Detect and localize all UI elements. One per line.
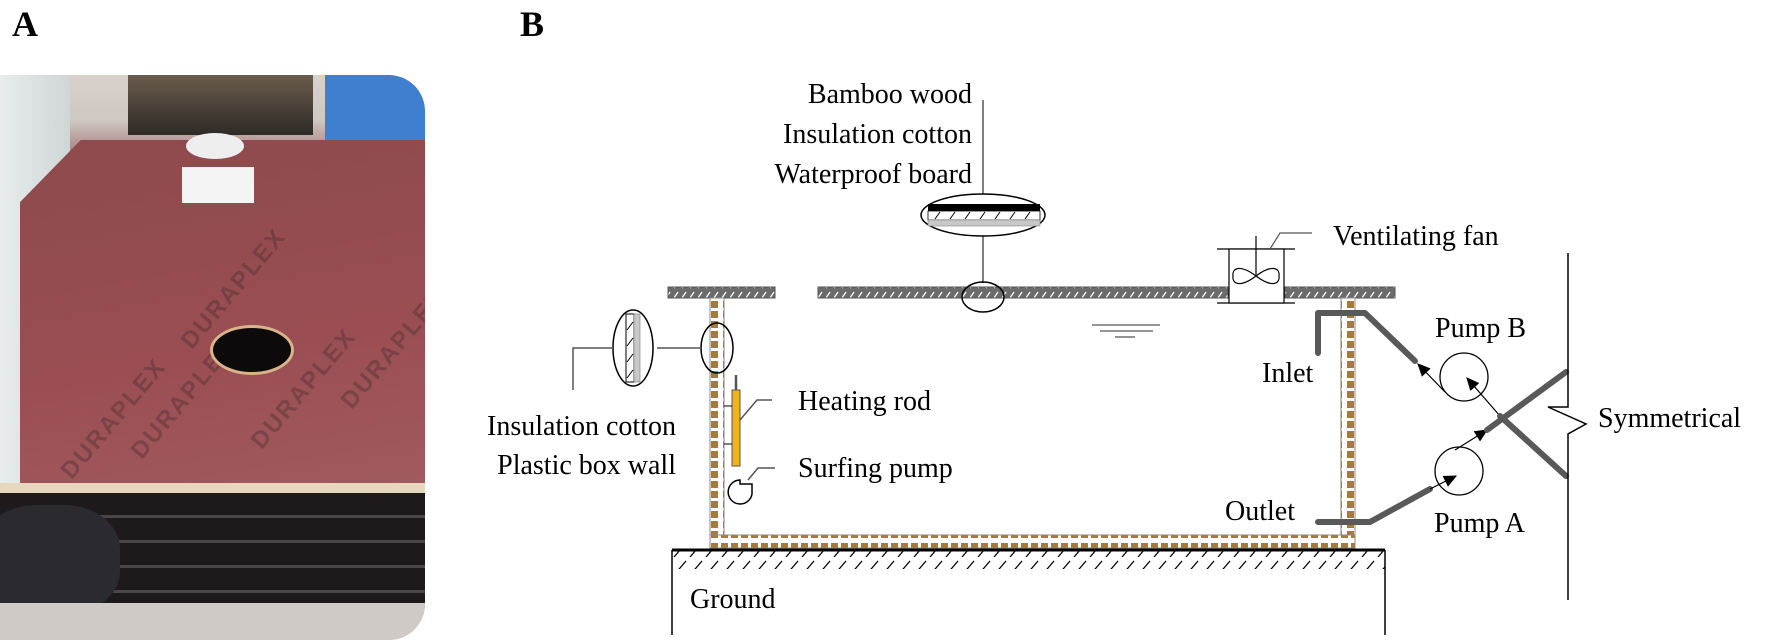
lid-layer-label-2: Insulation cotton: [783, 119, 972, 150]
wall-layer-label-2: Plastic box wall: [497, 450, 676, 481]
ventilating-fan-label: Ventilating fan: [1333, 221, 1499, 252]
ground-label: Ground: [690, 584, 776, 615]
water-level-symbol: [1092, 324, 1160, 338]
pump-a-label: Pump A: [1434, 508, 1526, 539]
tank-wall-left: [709, 297, 725, 549]
heating-rod: [724, 375, 772, 467]
wall-layer-label-1: Insulation cotton: [487, 411, 676, 442]
lid-layer-label-3: Waterproof board: [774, 159, 972, 190]
outlet-label: Outlet: [1225, 496, 1295, 527]
lid-main: [817, 286, 1396, 299]
photo-board-edge: [0, 483, 425, 493]
outlet-pipe: [1315, 475, 1458, 525]
inlet-label: Inlet: [1262, 358, 1314, 389]
pump-b: [1439, 352, 1501, 417]
pump-b-label: Pump B: [1435, 313, 1526, 344]
photo-floor: [0, 603, 425, 640]
lid-layers-callout: [920, 100, 1046, 313]
symmetrical-pipes: [1484, 369, 1569, 479]
lid-layer-label-1: Bamboo wood: [808, 79, 972, 110]
panel-label-a: A: [12, 4, 38, 44]
ground: [671, 548, 1386, 635]
symmetrical-bracket: [1547, 253, 1588, 600]
symmetrical-label: Symmetrical: [1598, 403, 1741, 434]
surfing-pump: [727, 467, 775, 505]
heating-rod-label: Heating rod: [798, 386, 931, 417]
inlet-pipe: [1315, 310, 1446, 393]
wall-layers-callout: [572, 309, 734, 390]
surfing-pump-label: Surfing pump: [798, 453, 953, 484]
lid-left: [667, 286, 776, 299]
tank-floor: [709, 534, 1356, 549]
ventilating-fan: [1217, 232, 1312, 304]
photo-back-box: [128, 75, 313, 135]
tank-wall-right: [1340, 297, 1356, 549]
photo-device: [186, 133, 244, 159]
photo-glove: [0, 505, 120, 615]
photo-paper: [182, 167, 254, 203]
panel-label-b: B: [520, 4, 545, 44]
photo-hole: [210, 325, 294, 375]
photo-insulated-box: DURAPLEX DURAPLEX DURAPLEX DURAPLEX DURA…: [0, 75, 425, 640]
pump-a: [1434, 429, 1489, 496]
